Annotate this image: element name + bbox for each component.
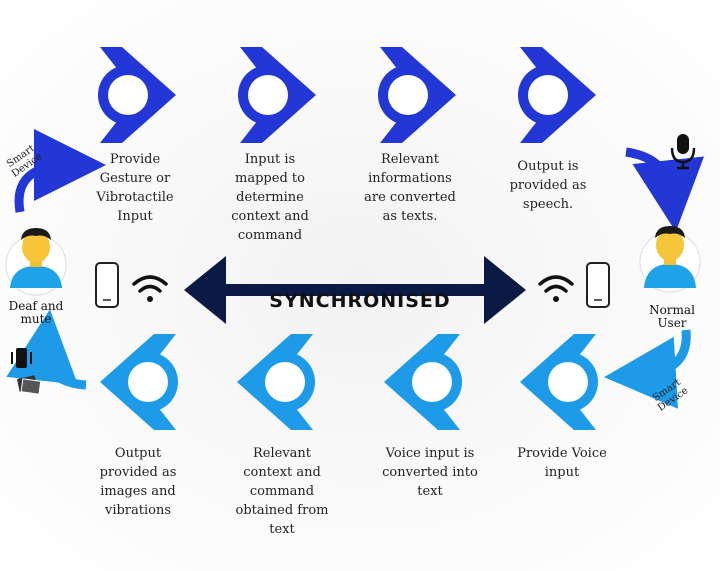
step-text-top-3: Relevant informations are converted as t… [364, 152, 456, 224]
step-text-top-2: Input is mapped to determine context and… [231, 152, 309, 243]
step-icon-top-3 [378, 47, 456, 143]
step-text-top-1: Provide Gesture or Vibrotactile Input [96, 152, 174, 224]
step-icon-bottom-2 [237, 334, 315, 430]
step-icon-bottom-4 [520, 334, 598, 430]
curved-arrow-top-left [14, 129, 106, 213]
sync-label: SYNCHRONISED [269, 290, 451, 312]
step-icon-top-1 [98, 47, 176, 143]
sync-double-arrow [184, 256, 526, 324]
right-phone-icon [586, 262, 610, 308]
curved-arrow-top-right [625, 147, 705, 232]
left-user-label: Deaf and mute [8, 299, 64, 326]
step-icon-top-4 [518, 47, 596, 143]
curved-arrow-bottom-right [604, 329, 691, 409]
right-wifi-icon [538, 275, 574, 302]
step-icon-bottom-3 [384, 334, 462, 430]
step-text-bottom-1: Output provided as images and vibrations [99, 446, 177, 518]
step-text-bottom-3: Voice input is converted into text [382, 446, 478, 499]
microphone-icon [670, 134, 696, 170]
normal-user-avatar [639, 226, 701, 293]
left-wifi-icon [132, 275, 168, 302]
deaf-user-avatar [5, 228, 67, 296]
step-icon-top-2 [238, 47, 316, 143]
curved-arrow-bottom-left [6, 309, 87, 390]
left-phone-icon [95, 262, 119, 308]
step-text-bottom-4: Provide Voice input [517, 446, 607, 480]
step-text-top-4: Output is provided as speech. [509, 159, 587, 212]
images-icon [16, 375, 42, 395]
step-text-bottom-2: Relevant context and command obtained fr… [235, 446, 329, 537]
right-user-label: Normal User [649, 303, 695, 330]
vibration-icon [11, 348, 32, 368]
step-icon-bottom-1 [100, 334, 178, 430]
